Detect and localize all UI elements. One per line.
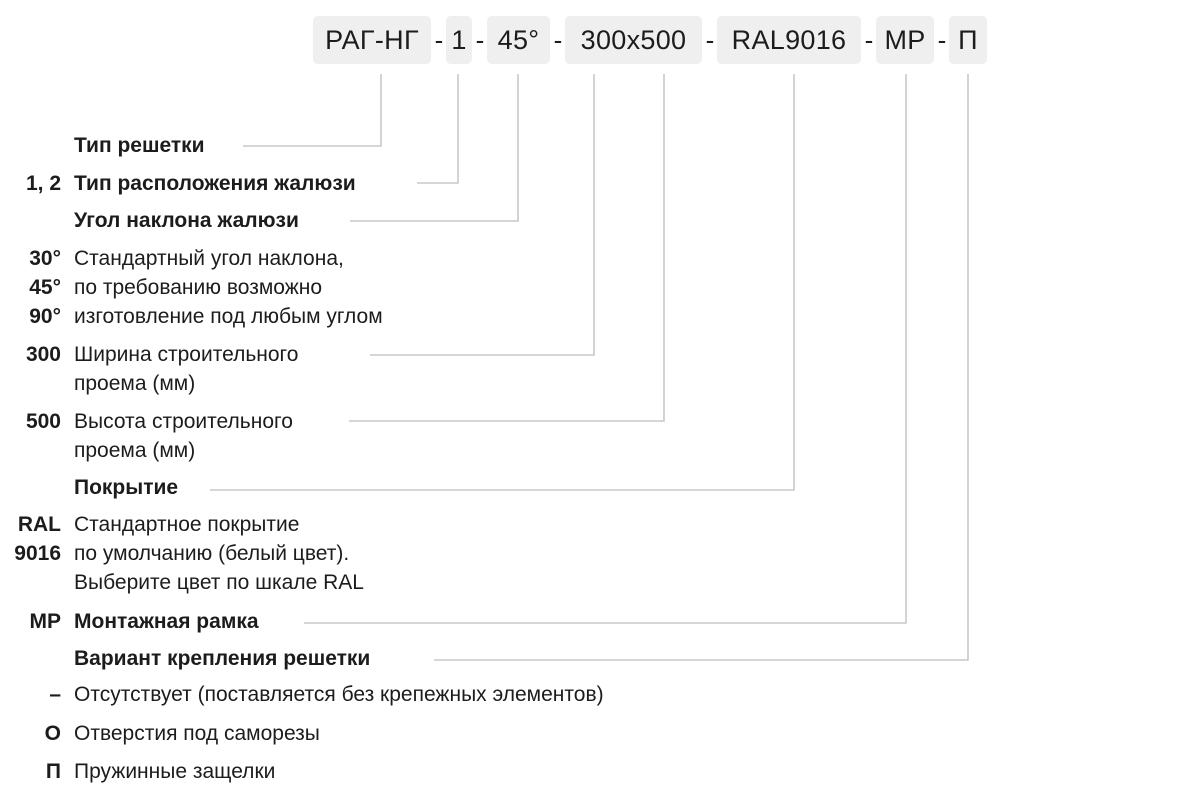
angle-description-line: Стандартный угол наклона, — [74, 247, 344, 270]
coating-description-line: по умолчанию (белый цвет). — [74, 542, 350, 565]
coating-description-line: Выберите цвет по шкале RAL — [74, 571, 364, 594]
angle-description: Стандартный угол наклона, по требованию … — [74, 244, 383, 331]
height-code: 500 — [25, 410, 61, 433]
mount-option-code-holes: О — [44, 722, 61, 745]
code-separator: - — [475, 24, 485, 55]
connector-blind-layout — [417, 74, 459, 184]
mount-option-label-none: Отсутствует (поставляется без крепежных … — [74, 683, 604, 706]
code-chip-blind-layout: 1 — [446, 16, 472, 64]
connector-height — [349, 74, 665, 422]
height-description: Высота строительного проема (мм) — [74, 407, 293, 465]
connector-grid-type — [243, 74, 382, 147]
width-code: 300 — [25, 343, 61, 366]
blind-layout-code: 1, 2 — [25, 172, 61, 195]
grid-type-label: Тип решетки — [74, 134, 205, 157]
coating-description-line: Стандартное покрытие — [74, 513, 300, 536]
mount-option-code-latches: П — [45, 760, 61, 783]
code-chip-mounting: П — [949, 16, 987, 64]
width-description-line: проема (мм) — [74, 372, 196, 395]
code-separator: - — [705, 24, 715, 55]
code-separator: - — [864, 24, 874, 55]
angle-code-90: 90° — [29, 305, 61, 328]
mount-option-code-none: – — [49, 683, 61, 706]
angle-code-45: 45° — [29, 276, 61, 299]
height-description-line: проема (мм) — [74, 439, 196, 462]
code-chip-dimensions: 300x500 — [565, 16, 702, 64]
connector-coating — [210, 74, 795, 491]
code-separator: - — [434, 24, 444, 55]
mounting-label: Вариант крепления решетки — [74, 647, 371, 670]
connector-blind-angle — [350, 74, 519, 222]
width-description-line: Ширина строительного — [74, 343, 299, 366]
blind-layout-label: Тип расположения жалюзи — [74, 172, 356, 195]
code-chip-frame: МР — [876, 16, 934, 64]
code-chip-grid-type: РАГ-НГ — [313, 16, 431, 64]
blind-angle-label: Угол наклона жалюзи — [74, 209, 299, 232]
height-description-line: Высота строительного — [74, 410, 293, 433]
coating-label: Покрытие — [74, 476, 179, 499]
angle-description-line: по требованию возможно — [74, 276, 323, 299]
angle-code-30: 30° — [29, 247, 61, 270]
connector-width — [370, 74, 595, 356]
coating-code-ral: RAL — [17, 513, 61, 536]
mount-option-label-holes: Отверстия под саморезы — [74, 722, 320, 745]
angle-description-line: изготовление под любым углом — [74, 305, 383, 328]
mount-option-label-latches: Пружинные защелки — [74, 760, 276, 783]
frame-code: МР — [29, 610, 62, 633]
code-separator: - — [553, 24, 563, 55]
frame-label: Монтажная рамка — [74, 610, 259, 633]
code-chip-blind-angle: 45° — [487, 16, 550, 64]
coating-description: Стандартное покрытие по умолчанию (белый… — [74, 510, 364, 597]
width-description: Ширина строительного проема (мм) — [74, 340, 298, 398]
coating-code-9016: 9016 — [14, 542, 61, 565]
code-chip-coating: RAL9016 — [717, 16, 861, 64]
connector-mounting — [434, 74, 969, 661]
code-separator: - — [937, 24, 947, 55]
connector-frame — [304, 74, 907, 624]
